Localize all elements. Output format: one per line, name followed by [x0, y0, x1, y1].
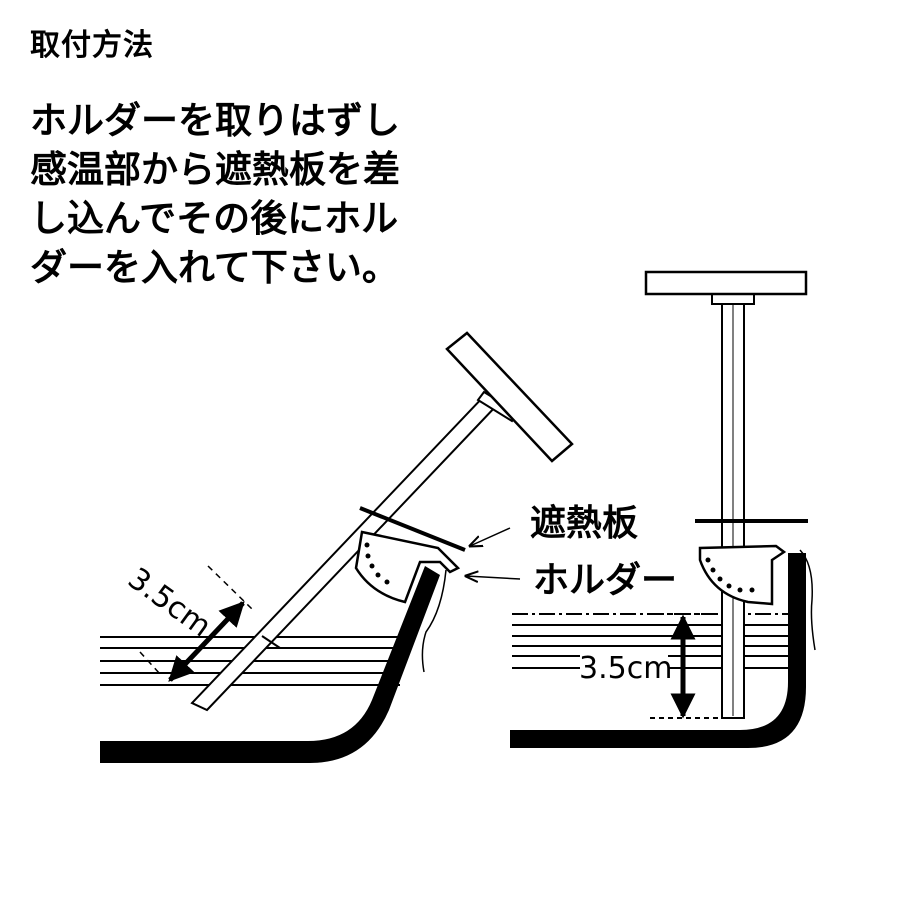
left-pan-rim: [421, 569, 447, 673]
instruction-line-1: ホルダーを取りはずし: [30, 99, 400, 142]
instruction-line-2: 感温部から遮熱板を差: [30, 148, 400, 191]
instructions: ホルダーを取りはずし 感温部から遮熱板を差 し込んでその後にホル ダーを入れて下…: [30, 96, 400, 292]
left-holder-clip: [354, 530, 461, 604]
heading: 取付方法: [30, 28, 154, 63]
instruction-line-3: し込んでその後にホル: [30, 197, 399, 240]
heat-shield-leader: [470, 527, 511, 546]
right-holder-dots: [705, 557, 755, 593]
left-thermometer-head: [445, 331, 574, 463]
left-pan-wall: [100, 566, 440, 763]
callouts: 遮熱板 ホルダー: [466, 503, 677, 601]
right-holder-clip: [698, 544, 787, 606]
left-dimension-arrow: [168, 601, 245, 682]
right-figure: 3.5cm: [510, 270, 816, 748]
left-figure: 3.5cm: [100, 331, 574, 763]
left-holder-dots: [364, 542, 390, 585]
right-pan-rim: [799, 549, 816, 651]
left-thermometer-stem: [190, 393, 500, 712]
right-pan-wall: [510, 553, 806, 748]
heat-shield-label: 遮熱板: [530, 503, 638, 544]
holder-label: ホルダー: [533, 560, 677, 601]
instruction-line-4: ダーを入れて下さい。: [30, 246, 399, 289]
right-thermometer-head: [644, 270, 808, 296]
left-heat-shield: [359, 506, 466, 552]
holder-leader: [466, 576, 521, 579]
right-dimension-label: 3.5cm: [579, 651, 672, 686]
left-dimension-label: 3.5cm: [121, 561, 217, 644]
